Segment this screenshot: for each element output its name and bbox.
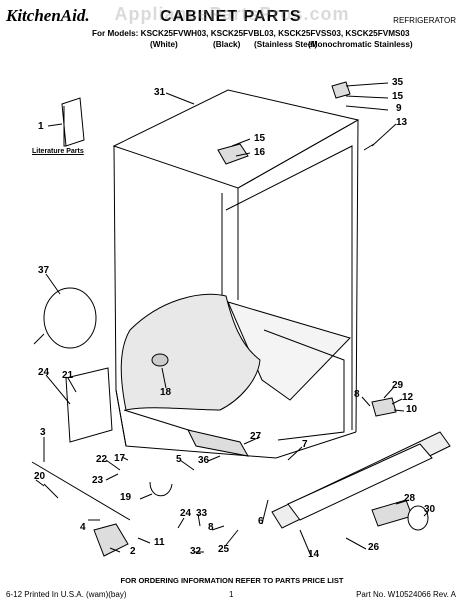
callout-3: 3	[40, 427, 46, 438]
callout-31: 31	[154, 87, 166, 98]
callout-26: 26	[368, 542, 380, 553]
cover-panel	[65, 367, 113, 443]
rod	[31, 461, 131, 521]
callout-15b: 15	[254, 133, 266, 144]
callout-13: 13	[396, 117, 408, 128]
category-label: REFRIGERATOR	[393, 16, 456, 25]
callout-24: 24	[38, 367, 50, 378]
callout-32: 32	[190, 546, 202, 557]
cabinet-base	[115, 389, 357, 459]
callout-33: 33	[196, 508, 208, 519]
callout-17: 17	[114, 453, 126, 464]
callout-15: 15	[392, 91, 404, 102]
literature-parts-label: Literature Parts	[32, 148, 84, 155]
variant-black: (Black)	[213, 40, 241, 49]
drain-hose	[149, 481, 173, 497]
callout-19: 19	[120, 492, 132, 503]
hinge-pin	[363, 143, 375, 151]
power-cord	[43, 287, 97, 349]
bottom-hinge	[93, 523, 129, 557]
literature-booklet	[61, 97, 85, 147]
roller-wheel	[407, 505, 429, 531]
callout-12: 12	[402, 392, 414, 403]
callout-8: 8	[354, 389, 360, 400]
callout-18: 18	[160, 387, 172, 398]
leveler	[371, 397, 397, 417]
ordering-info: FOR ORDERING INFORMATION REFER TO PARTS …	[120, 576, 344, 585]
callout-2: 2	[130, 546, 136, 557]
callout-20: 20	[34, 471, 46, 482]
variant-monochromatic: (Monochromatic Stainless)	[308, 40, 413, 49]
callout-7: 7	[302, 439, 308, 450]
callout-28: 28	[404, 493, 416, 504]
valve-bracket	[187, 429, 249, 457]
callout-8b: 8	[208, 522, 214, 533]
callout-21: 21	[62, 370, 74, 381]
callout-6: 6	[258, 516, 264, 527]
callout-29: 29	[392, 380, 404, 391]
models-line: For Models: KSCK25FVWH03, KSCK25FVBL03, …	[92, 29, 410, 38]
callout-22: 22	[96, 454, 108, 465]
drain-fitting	[151, 353, 169, 367]
callout-23: 23	[92, 475, 104, 486]
callout-16: 16	[254, 147, 266, 158]
variant-stainless: (Stainless Steel)	[254, 40, 318, 49]
variant-white: (White)	[150, 40, 178, 49]
cabinet-top	[112, 89, 360, 189]
callout-27: 27	[250, 431, 262, 442]
print-info: 6-12 Printed In U.S.A. (wam)(bay)	[6, 590, 127, 599]
callout-30: 30	[424, 504, 436, 515]
callout-24b: 24	[180, 508, 192, 519]
cabinet-right-edge	[355, 119, 359, 433]
callout-14: 14	[308, 549, 320, 560]
part-number: Part No. W10524066 Rev. A	[356, 590, 456, 599]
cutaway-area	[120, 293, 261, 411]
callout-9: 9	[396, 103, 402, 114]
callout-11: 11	[154, 537, 165, 548]
top-hinge	[331, 81, 351, 99]
callout-37: 37	[38, 265, 50, 276]
callout-36: 36	[198, 455, 210, 466]
callout-5: 5	[176, 454, 182, 465]
callout-10: 10	[406, 404, 418, 415]
callout-1: 1	[38, 121, 44, 132]
brand-logo: KitchenAid.	[6, 6, 90, 25]
callout-35: 35	[392, 77, 404, 88]
callout-4: 4	[80, 522, 86, 533]
page-title: CABINET PARTS	[160, 8, 302, 25]
page-number: 1	[229, 590, 234, 599]
watermark: AppliancePartsPros.com	[114, 4, 350, 24]
callout-25: 25	[218, 544, 230, 555]
